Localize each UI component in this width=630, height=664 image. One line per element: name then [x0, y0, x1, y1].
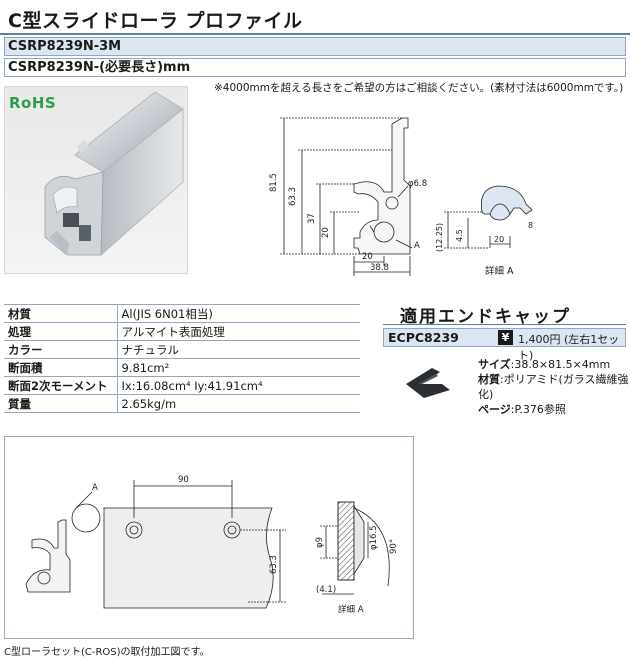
- spec-key: 材質: [4, 304, 117, 323]
- end-cap-image: [406, 368, 450, 398]
- page-value: :P.376参照: [510, 403, 566, 416]
- spec-key: 質量: [4, 394, 117, 413]
- spec-value: Ix:16.08cm⁴ Iy:41.91cm⁴: [116, 376, 360, 395]
- dim-90: 90: [178, 475, 189, 485]
- length-note: ※4000mmを超える長さをご希望の方はご相談ください。(素材寸法は6000mm…: [214, 82, 624, 94]
- detail-marker-a: A: [414, 241, 420, 251]
- dim-phi-6-8: φ6.8: [408, 179, 427, 189]
- end-cap-title: 適用エンドキャップ: [400, 307, 571, 327]
- profile-rendering: [44, 91, 184, 256]
- detail-a-label: 詳細 A: [485, 266, 514, 277]
- size-label: サイズ: [478, 358, 511, 371]
- dim-20-horizontal: 20: [362, 252, 373, 262]
- yen-icon: ¥: [498, 330, 513, 345]
- title-divider: [0, 33, 630, 35]
- end-cap-code-row: ECPC8239 ¥ 1,400円 (左右1セット): [383, 328, 626, 362]
- material-label: 材質: [478, 373, 500, 386]
- mounting-drawing: 90 63.3 φ9 φ16.5 90° (4.1) A 詳細 A: [25, 475, 399, 615]
- table-row: 処理アルマイト表面処理: [4, 322, 360, 341]
- size-value: :38.8×81.5×4mm: [510, 358, 611, 371]
- material-value: :ポリアミド(ガラス繊維強化): [478, 373, 629, 401]
- dim-12-25: (12.25): [435, 223, 444, 252]
- mounting-caption: C型ローラセット(C-ROS)の取付加工図です。: [4, 647, 210, 658]
- part-number-standard: CSRP8239N-3M: [4, 37, 626, 56]
- rohs-badge: RoHS: [9, 94, 57, 112]
- spec-key: 断面積: [4, 358, 117, 377]
- dim-4-5: 4.5: [455, 229, 464, 242]
- dim-81-5: 81.5: [269, 173, 279, 192]
- dim-63-3-mount: 63.3: [269, 555, 279, 574]
- dim-38-8: 38.8: [370, 263, 389, 273]
- detail-a-drawing: (12.25) 4.5 20 8: [435, 185, 533, 252]
- dim-phi-9: φ9: [315, 537, 325, 548]
- dim-63-3: 63.3: [288, 187, 298, 206]
- part-number-custom: CSRP8239N-(必要長さ)mm: [4, 58, 626, 77]
- mount-marker-a: A: [92, 483, 98, 493]
- dim-phi-16-5: φ16.5: [369, 525, 379, 550]
- spec-value: ナチュラル: [116, 340, 360, 359]
- spec-key: 断面2次モーメント: [4, 376, 117, 395]
- spec-value: 9.81cm²: [116, 358, 360, 377]
- table-row: カラーナチュラル: [4, 340, 360, 359]
- spec-value: Al(JIS 6N01相当): [116, 304, 360, 323]
- spec-value: アルマイト表面処理: [116, 322, 360, 341]
- end-cap-specs: サイズ:38.8×81.5×4mm 材質:ポリアミド(ガラス繊維強化) ページ:…: [478, 357, 630, 417]
- mount-detail-label: 詳細 A: [338, 604, 364, 615]
- dim-37: 37: [307, 213, 317, 224]
- dim-8-detail: 8: [528, 221, 533, 230]
- cross-section-drawing: 81.5 63.3 37 20 20 38.8 φ6.8 A: [269, 117, 427, 276]
- product-photo: [4, 86, 188, 274]
- dim-20-detail: 20: [494, 235, 504, 244]
- page-label: ページ: [478, 403, 511, 416]
- spec-key: 処理: [4, 322, 117, 341]
- dim-4-1: (4.1): [316, 585, 336, 595]
- mounting-drawing-frame: [4, 436, 414, 639]
- page-title: C型スライドローラ プロファイル: [8, 10, 303, 32]
- dim-angle-90: 90°: [389, 539, 399, 554]
- end-cap-price: 1,400円 (左右1セット): [518, 333, 620, 362]
- end-cap-code: ECPC8239: [388, 330, 459, 345]
- spec-key: カラー: [4, 340, 117, 359]
- spec-value: 2.65kg/m: [116, 394, 360, 413]
- dim-20-vertical: 20: [321, 227, 331, 238]
- end-cap-divider: [383, 324, 626, 325]
